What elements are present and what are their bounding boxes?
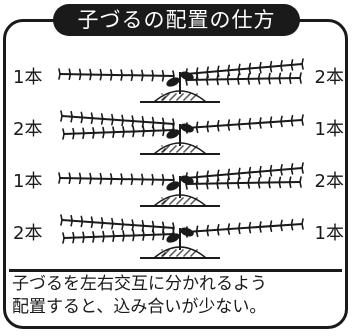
vine-plant-1 xyxy=(58,58,304,103)
row-1-right-count: 2本 xyxy=(314,67,344,88)
seedling-leaf-right xyxy=(180,175,194,185)
left-vine-1 xyxy=(60,214,175,234)
seedling-leaf-left xyxy=(166,129,180,139)
right-vine-1 xyxy=(185,58,304,80)
seedling-leaf-left xyxy=(166,233,180,243)
seedling-leaf-right xyxy=(180,227,194,237)
left-vine-1 xyxy=(58,172,175,186)
left-vine-2 xyxy=(62,124,175,140)
left-vine-1 xyxy=(58,68,175,82)
vine-row-3: 1本 2本 xyxy=(0,154,356,210)
left-vine-1 xyxy=(60,110,175,130)
vine-row-2: 2本 1本 xyxy=(0,102,356,158)
row-4-left-count: 2本 xyxy=(13,223,43,244)
right-vine-1 xyxy=(185,218,304,238)
row-1-left-count: 1本 xyxy=(13,67,43,88)
seedling-leaf-left xyxy=(166,77,180,87)
row-3-right-count: 2本 xyxy=(314,171,344,192)
vine-plant-2 xyxy=(60,110,304,155)
diagram-title: 子づるの配置の仕方 xyxy=(39,4,314,36)
right-vine-1 xyxy=(185,162,304,184)
seedling-leaf-right xyxy=(180,123,194,133)
row-4-right-count: 1本 xyxy=(314,223,344,244)
description: 子づるを左右交互に分かれるよう 配置すると、込み合いが少ない。 xyxy=(12,273,346,319)
vine-row-1: 1本 2本 xyxy=(0,50,356,106)
diagram-frame xyxy=(3,19,348,329)
description-line-1: 子づるを左右交互に分かれるよう xyxy=(12,274,267,294)
description-line-2: 配置すると、込み合いが少ない。 xyxy=(12,297,267,317)
row-3-left-count: 1本 xyxy=(13,171,43,192)
caption-divider xyxy=(9,269,342,272)
seedling-leaf-right xyxy=(180,71,194,81)
seedling-leaf-left xyxy=(166,181,180,191)
vine-plant-4 xyxy=(60,214,304,259)
right-vine-2 xyxy=(185,72,302,86)
row-2-right-count: 1本 xyxy=(314,119,344,140)
left-vine-2 xyxy=(62,228,175,244)
vine-plant-3 xyxy=(58,162,304,207)
right-vine-2 xyxy=(185,176,302,190)
vine-row-4: 2本 1本 xyxy=(0,206,356,262)
row-2-left-count: 2本 xyxy=(13,119,43,140)
right-vine-1 xyxy=(185,114,304,134)
